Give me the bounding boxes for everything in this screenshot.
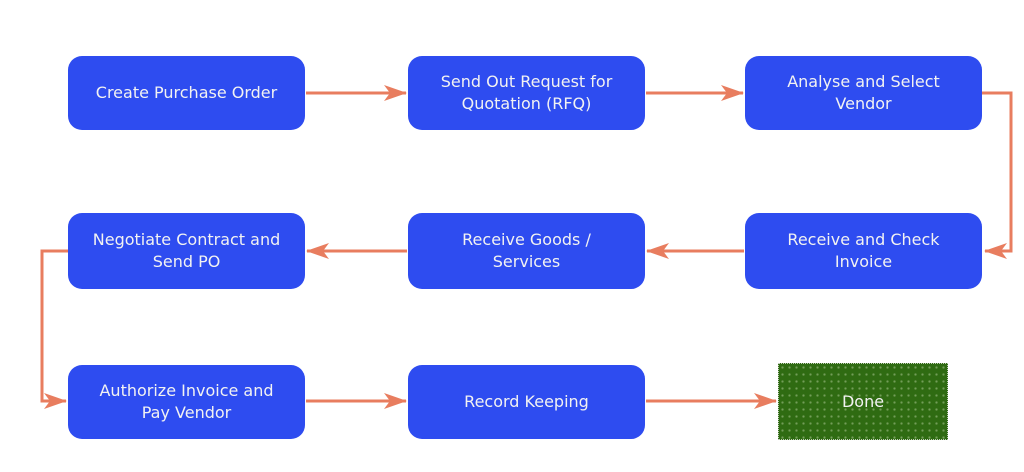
node-label: Receive Goods / Services xyxy=(462,230,591,271)
node-label: Authorize Invoice and Pay Vendor xyxy=(99,381,274,422)
node-label: Record Keeping xyxy=(464,392,589,412)
node-label: Create Purchase Order xyxy=(95,83,278,103)
node-receive-check-invoice: Receive and Check Invoice xyxy=(745,213,982,289)
node-negotiate-contract-send-po: Negotiate Contract and Send PO xyxy=(68,213,305,289)
node-label: Analyse and Select Vendor xyxy=(787,72,940,113)
node-label: Send Out Request for Quotation (RFQ) xyxy=(440,72,613,113)
node-label: Receive and Check Invoice xyxy=(787,230,940,271)
node-send-out-rfq: Send Out Request for Quotation (RFQ) xyxy=(408,56,645,130)
node-receive-goods-services: Receive Goods / Services xyxy=(408,213,645,289)
node-label: Negotiate Contract and Send PO xyxy=(92,230,281,271)
node-authorize-invoice-pay-vendor: Authorize Invoice and Pay Vendor xyxy=(68,365,305,439)
arrow-negotiate-to-authorize xyxy=(40,249,68,409)
node-record-keeping: Record Keeping xyxy=(408,365,645,439)
node-create-purchase-order: Create Purchase Order xyxy=(68,56,305,130)
arrow-analyse-to-receive-invoice xyxy=(982,91,1013,259)
node-done: Done xyxy=(778,363,948,440)
node-analyse-select-vendor: Analyse and Select Vendor xyxy=(745,56,982,130)
node-label: Done xyxy=(841,391,885,411)
